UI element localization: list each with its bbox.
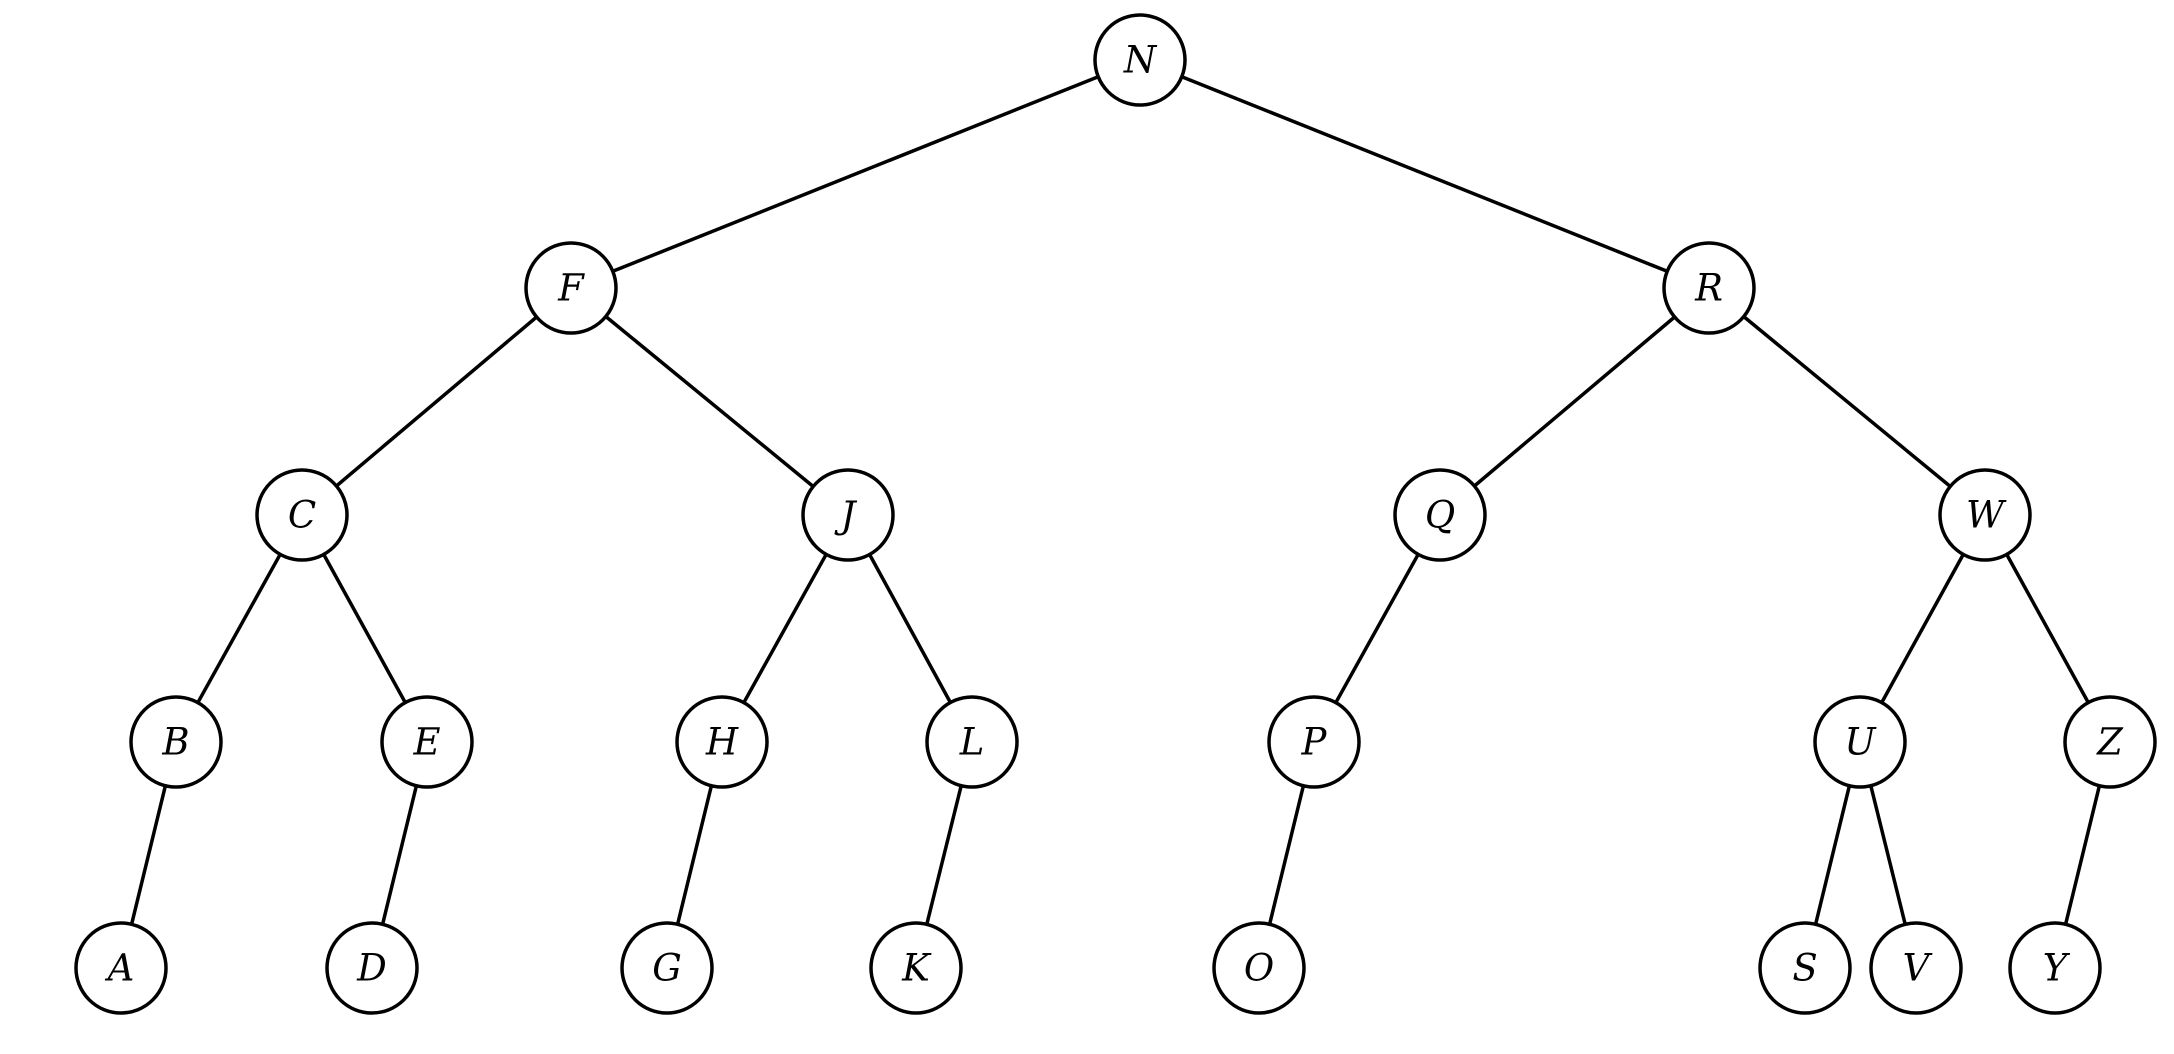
node-label: R — [1694, 267, 1723, 310]
node-circle — [1938, 468, 2032, 562]
node-label: Z — [2096, 721, 2124, 764]
tree-node-b: B — [129, 695, 223, 789]
tree-node-s: S — [1758, 921, 1852, 1015]
edge-w-u — [1880, 553, 1965, 704]
node-circle — [524, 241, 618, 335]
node-label: G — [652, 947, 682, 990]
edge-b-a — [129, 785, 168, 925]
node-label: P — [1301, 721, 1328, 764]
tree-node-f: F — [524, 241, 618, 335]
node-label: Q — [1425, 494, 1455, 537]
tree-node-q: Q — [1393, 468, 1487, 562]
node-label: C — [288, 494, 316, 537]
node-label: L — [959, 721, 985, 764]
node-circle — [1393, 468, 1487, 562]
node-label: U — [1844, 721, 1877, 764]
node-label: S — [1792, 947, 1817, 990]
edge-q-p — [1334, 553, 1420, 704]
node-label: Y — [2043, 947, 2071, 990]
tree-node-u: U — [1813, 695, 1907, 789]
tree-nodes: N F R C J Q W B E H L P U Z A D G K O S V Y — [74, 13, 2157, 1015]
node-circle — [2063, 695, 2157, 789]
tree-node-n: N — [1093, 13, 1187, 107]
node-circle — [1813, 695, 1907, 789]
node-circle — [1093, 13, 1187, 107]
edge-n-f — [612, 75, 1099, 273]
tree-node-p: P — [1267, 695, 1361, 789]
node-circle — [675, 695, 769, 789]
edge-j-h — [742, 553, 828, 704]
node-label: D — [356, 947, 387, 990]
edge-f-j — [604, 315, 815, 488]
edge-p-o — [1267, 785, 1306, 925]
edge-z-y — [2063, 785, 2102, 925]
node-circle — [380, 695, 474, 789]
node-label: H — [705, 721, 739, 764]
edge-u-s — [1813, 785, 1852, 925]
node-label: K — [901, 947, 932, 990]
edge-h-g — [675, 785, 714, 925]
edge-c-e — [322, 553, 407, 704]
node-label: B — [161, 721, 189, 764]
node-circle — [1662, 241, 1756, 335]
node-circle — [1212, 921, 1306, 1015]
node-label: N — [1123, 39, 1158, 82]
node-circle — [1869, 921, 1963, 1015]
edge-w-z — [2005, 553, 2090, 704]
node-circle — [869, 921, 963, 1015]
edge-r-w — [1742, 315, 1952, 488]
node-circle — [255, 468, 349, 562]
tree-node-j: J — [801, 468, 895, 562]
node-circle — [620, 921, 714, 1015]
edge-u-v — [1869, 785, 1907, 925]
tree-node-y: Y — [2008, 921, 2102, 1015]
tree-edges — [129, 75, 2102, 925]
node-circle — [925, 695, 1019, 789]
node-label: A — [105, 947, 135, 990]
tree-node-l: L — [925, 695, 1019, 789]
tree-node-k: K — [869, 921, 963, 1015]
tree-node-z: Z — [2063, 695, 2157, 789]
node-circle — [1267, 695, 1361, 789]
tree-node-r: R — [1662, 241, 1756, 335]
node-circle — [1758, 921, 1852, 1015]
node-circle — [74, 921, 168, 1015]
tree-node-c: C — [255, 468, 349, 562]
edge-n-r — [1181, 75, 1668, 273]
edge-l-k — [925, 785, 963, 925]
edge-j-l — [868, 553, 952, 704]
tree-node-e: E — [380, 695, 474, 789]
node-circle — [129, 695, 223, 789]
tree-node-h: H — [675, 695, 769, 789]
node-circle — [801, 468, 895, 562]
edge-c-b — [196, 553, 282, 704]
node-label: F — [557, 267, 585, 310]
edge-f-c — [335, 315, 538, 488]
node-circle — [2008, 921, 2102, 1015]
node-label: W — [1966, 494, 2007, 537]
tree-node-v: V — [1869, 921, 1963, 1015]
tree-node-d: D — [325, 921, 419, 1015]
tree-node-a: A — [74, 921, 168, 1015]
tree-node-w: W — [1938, 468, 2032, 562]
tree-node-o: O — [1212, 921, 1306, 1015]
node-label: E — [412, 721, 440, 764]
node-label: V — [1903, 947, 1933, 990]
node-circle — [325, 921, 419, 1015]
edge-r-q — [1473, 315, 1676, 488]
node-label: O — [1244, 947, 1274, 990]
tree-node-g: G — [620, 921, 714, 1015]
edge-e-d — [380, 785, 419, 925]
